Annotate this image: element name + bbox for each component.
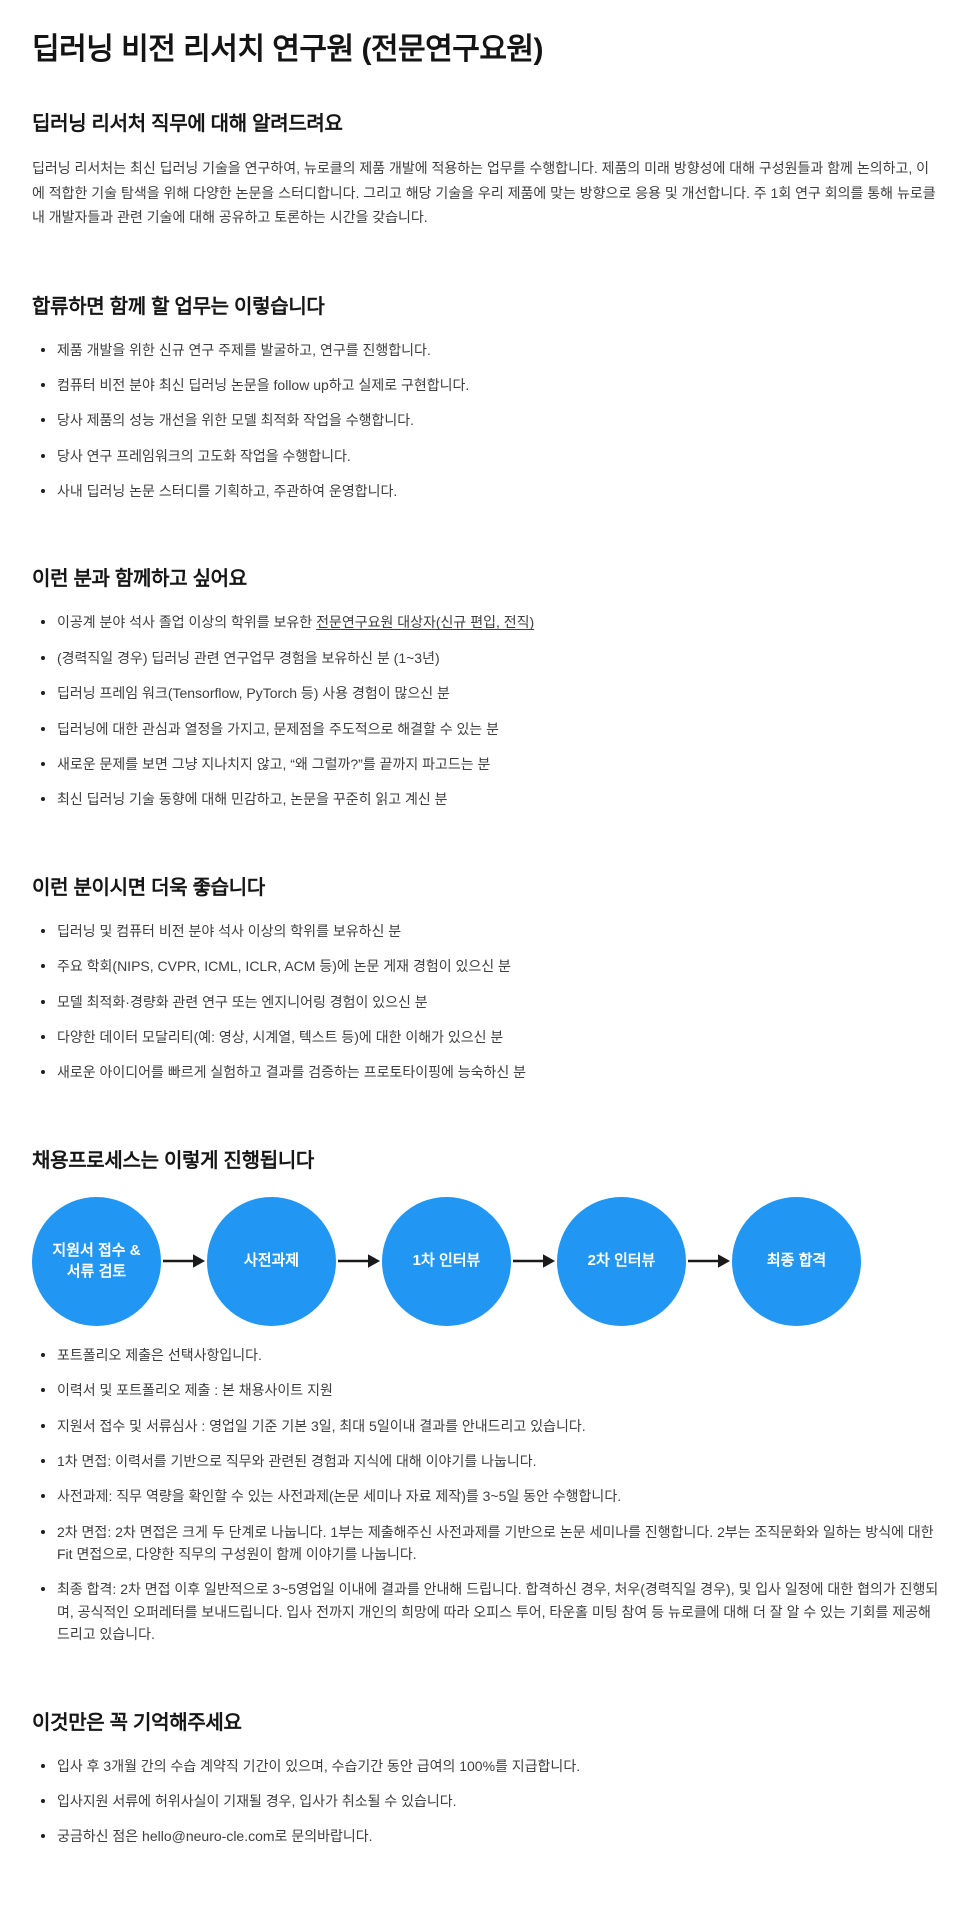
process-step-label: 최종 합격 [766, 1252, 827, 1270]
notes-list: 입사 후 3개월 간의 수습 계약직 기간이 있으며, 수습기간 동안 급여의 … [32, 1755, 941, 1848]
arrow-right-icon [686, 1252, 732, 1270]
process-details-list: 포트폴리오 제출은 선택사항입니다. 이력서 및 포트폴리오 제출 : 본 채용… [32, 1344, 941, 1646]
list-item: 최신 딥러닝 기술 동향에 대해 민감하고, 논문을 꾸준히 읽고 계신 분 [32, 788, 941, 810]
intro-heading: 딥러닝 리서처 직무에 대해 알려드려요 [32, 113, 343, 135]
list-item: 새로운 문제를 보면 그냥 지나치지 않고, “왜 그럴까?”를 끝까지 파고드… [32, 753, 941, 775]
process-step-first-interview: 1차 인터뷰 [382, 1196, 511, 1326]
process-heading: 채용프로세스는 이렇게 진행됩니다 [32, 1149, 315, 1172]
list-item: 주요 학회(NIPS, CVPR, ICML, ICLR, ACM 등)에 논문… [32, 955, 941, 977]
section-hiring-process: 채용프로세스는 이렇게 진행됩니다 지원서 접수 & 서류 검토 사전과제 1차… [32, 1144, 941, 1646]
responsibilities-heading: 합류하면 함께 할 업무는 이렇습니다 [32, 295, 325, 318]
section-notes: 이것만은 꼭 기억해주세요 입사 후 3개월 간의 수습 계약직 기간이 있으며… [32, 1706, 941, 1848]
list-item: 사전과제: 직무 역량을 확인할 수 있는 사전과제(논문 세미나 자료 제작)… [32, 1485, 941, 1507]
list-item: 다양한 데이터 모달리티(예: 영상, 시계열, 텍스트 등)에 대한 이해가 … [32, 1026, 941, 1048]
section-intro: 딥러닝 리서처 직무에 대해 알려드려요 딥러닝 리서처는 최신 딥러닝 기술을… [32, 107, 941, 230]
list-item: 딥러닝에 대한 관심과 열정을 가지고, 문제점을 주도적으로 해결할 수 있는… [32, 718, 941, 740]
list-item: 컴퓨터 비전 분야 최신 딥러닝 논문을 follow up하고 실제로 구현합… [32, 374, 941, 396]
arrow-right-icon [161, 1252, 207, 1270]
underlined-text: 전문연구요원 대상자(신규 편입, 전직) [316, 614, 535, 631]
process-step-label: 1차 인터뷰 [412, 1252, 481, 1270]
list-item: 2차 면접: 2차 면접은 크게 두 단계로 나눕니다. 1부는 제출해주신 사… [32, 1521, 941, 1566]
process-step-second-interview: 2차 인터뷰 [557, 1196, 686, 1326]
preferred-list: 딥러닝 및 컴퓨터 비전 분야 석사 이상의 학위를 보유하신 분 주요 학회(… [32, 920, 941, 1084]
process-step-pretask: 사전과제 [207, 1196, 336, 1326]
list-item: 제품 개발을 위한 신규 연구 주제를 발굴하고, 연구를 진행합니다. [32, 339, 941, 361]
list-item: 지원서 접수 및 서류심사 : 영업일 기준 기본 3일, 최대 5일이내 결과… [32, 1415, 941, 1437]
section-requirements: 이런 분과 함께하고 싶어요 이공계 분야 석사 졸업 이상의 학위를 보유한 … [32, 562, 941, 810]
list-item: 포트폴리오 제출은 선택사항입니다. [32, 1344, 941, 1366]
list-item: 당사 제품의 성능 개선을 위한 모델 최적화 작업을 수행합니다. [32, 409, 941, 431]
preferred-heading: 이런 분이시면 더욱 좋습니다 [32, 876, 265, 899]
list-item: 입사 후 3개월 간의 수습 계약직 기간이 있으며, 수습기간 동안 급여의 … [32, 1755, 941, 1777]
list-item-text: 이공계 분야 석사 졸업 이상의 학위를 보유한 [57, 614, 317, 631]
arrow-right-icon [511, 1252, 557, 1270]
process-step-label: 사전과제 [243, 1252, 300, 1270]
requirements-heading: 이런 분과 함께하고 싶어요 [32, 568, 247, 591]
list-item: 새로운 아이디어를 빠르게 실험하고 결과를 검증하는 프로토타이핑에 능숙하신… [32, 1061, 941, 1083]
intro-paragraph: 딥러닝 리서처는 최신 딥러닝 기술을 연구하여, 뉴로클의 제품 개발에 적용… [32, 160, 936, 225]
section-preferred: 이런 분이시면 더욱 좋습니다 딥러닝 및 컴퓨터 비전 분야 석사 이상의 학… [32, 871, 941, 1084]
list-item: 모델 최적화·경량화 관련 연구 또는 엔지니어링 경험이 있으신 분 [32, 991, 941, 1013]
list-item: 이력서 및 포트폴리오 제출 : 본 채용사이트 지원 [32, 1379, 941, 1401]
list-item: 당사 연구 프레임워크의 고도화 작업을 수행합니다. [32, 445, 941, 467]
notes-heading: 이것만은 꼭 기억해주세요 [32, 1711, 242, 1734]
list-item: 최종 합격: 2차 면접 이후 일반적으로 3~5영업일 이내에 결과를 안내해… [32, 1578, 941, 1645]
list-item: (경력직일 경우) 딥러닝 관련 연구업무 경험을 보유하신 분 (1~3년) [32, 647, 941, 669]
list-item: 1차 면접: 이력서를 기반으로 직무와 관련된 경험과 지식에 대해 이야기를… [32, 1450, 941, 1472]
list-item: 사내 딥러닝 논문 스터디를 기획하고, 주관하여 운영합니다. [32, 480, 941, 502]
list-item: 입사지원 서류에 허위사실이 기재될 경우, 입사가 취소될 수 있습니다. [32, 1790, 941, 1812]
process-step-label: 2차 인터뷰 [587, 1252, 656, 1270]
hiring-process-flow: 지원서 접수 & 서류 검토 사전과제 1차 인터뷰 2차 인터뷰 최종 합격 [32, 1196, 861, 1326]
process-step-final-pass: 최종 합격 [732, 1196, 861, 1326]
list-item: 궁금하신 점은 hello@neuro-cle.com로 문의바랍니다. [32, 1825, 941, 1847]
list-item: 딥러닝 및 컴퓨터 비전 분야 석사 이상의 학위를 보유하신 분 [32, 920, 941, 942]
process-step-label: 지원서 접수 & 서류 검토 [52, 1241, 141, 1281]
requirements-list: 이공계 분야 석사 졸업 이상의 학위를 보유한 전문연구요원 대상자(신규 편… [32, 611, 941, 810]
arrow-right-icon [336, 1252, 382, 1270]
section-responsibilities: 합류하면 함께 할 업무는 이렇습니다 제품 개발을 위한 신규 연구 주제를 … [32, 290, 941, 503]
page-title: 딥러닝 비전 리서치 연구원 (전문연구요원) [32, 33, 544, 66]
responsibilities-list: 제품 개발을 위한 신규 연구 주제를 발굴하고, 연구를 진행합니다. 컴퓨터… [32, 339, 941, 503]
list-item: 이공계 분야 석사 졸업 이상의 학위를 보유한 전문연구요원 대상자(신규 편… [32, 611, 941, 633]
list-item: 딥러닝 프레임 워크(Tensorflow, PyTorch 등) 사용 경험이… [32, 682, 941, 704]
process-step-application: 지원서 접수 & 서류 검토 [32, 1196, 161, 1326]
